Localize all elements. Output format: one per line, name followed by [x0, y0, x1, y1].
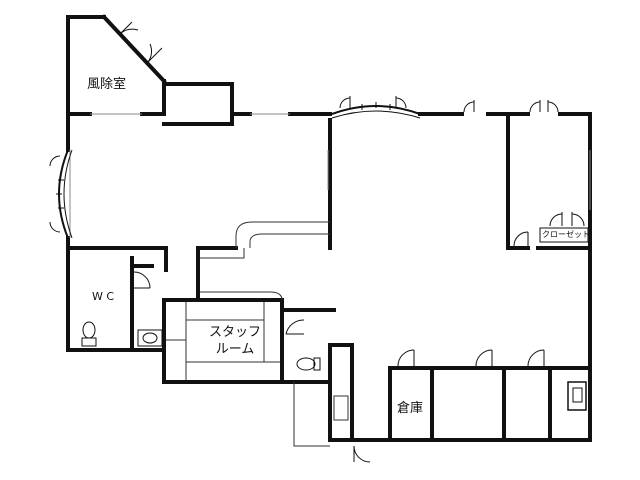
windbreak-room-label: 風除室	[87, 77, 127, 92]
closet-label: クローゼット	[542, 230, 590, 239]
window-mullions	[56, 102, 391, 209]
staff-room-label: スタッフ ルーム	[200, 324, 270, 358]
staff-room-label-line2: ルーム	[215, 342, 255, 357]
wc-label: W C	[92, 290, 115, 303]
thin-lines	[69, 113, 591, 447]
exterior-walls	[66, 14, 592, 442]
doors	[49, 21, 585, 463]
staff-room-label-line1: スタッフ	[208, 325, 261, 340]
storage-label: 倉庫	[397, 401, 424, 416]
